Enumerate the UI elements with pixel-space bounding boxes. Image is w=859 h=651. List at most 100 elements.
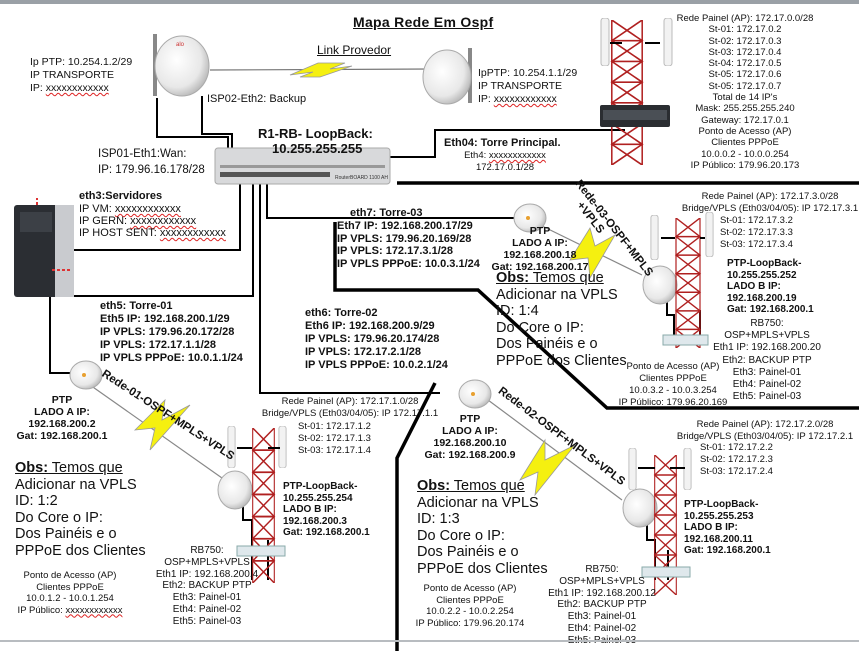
ptp-dish-a-torre2-icon	[458, 379, 492, 409]
text-line: 192.168.200.2	[28, 418, 96, 430]
text-line: IP Público: 179.96.20.174	[415, 617, 525, 629]
text-line: IP: xxxxxxxxxxxx	[30, 82, 109, 94]
text-line: IpPTP: 10.254.1.1/29	[478, 67, 578, 79]
text-line: IP: 179.96.16.178/28	[98, 164, 205, 176]
obs-heading: Obs: Temos que	[15, 460, 146, 477]
text-line: St-01: 172.17.0.2	[708, 24, 782, 36]
tower-torre2-icon	[628, 448, 692, 595]
text-line: 192.168.200.18	[503, 249, 577, 261]
text-line: Gat: 192.168.200.1	[684, 545, 771, 556]
bolt-rede02-icon	[518, 438, 576, 497]
ptp-dish-a-torre3-icon	[513, 203, 547, 233]
text-line: Bridge/VPLS (Eth03/04/05): IP 172.17.1.1	[261, 407, 439, 419]
text-line: Eth4: Painel-02	[172, 603, 242, 615]
eth3-title: eth3:Servidores	[79, 190, 163, 202]
text-line: 10.0.2.2 - 10.0.2.254	[426, 606, 514, 617]
ptp-dish-b-torre2-icon	[622, 488, 658, 528]
text-line: Eth2: BACKUP PTP	[557, 599, 647, 611]
router-brand: RouterBOARD 1100 AH	[335, 175, 388, 181]
link2-line	[487, 399, 623, 501]
masked-value: xxxxxxxxxxxx	[159, 227, 226, 239]
isp02-label: ISP02-Eth2: Backup	[207, 93, 307, 105]
text-line: Eth6 IP: 192.168.200.9/29	[305, 320, 435, 332]
bolt-rede01-icon	[133, 398, 191, 451]
text-line: eth6: Torre-02	[305, 307, 378, 319]
text-line: IP Público: xxxxxxxxxxxx	[17, 604, 123, 616]
obs-line: PPPoE dos Clientes	[496, 352, 627, 369]
bolt-rede03-icon	[569, 227, 617, 280]
text-line: IP Público: 179.96.20.173	[690, 159, 800, 171]
text-line: St-01: 172.17.3.2	[720, 215, 793, 226]
text-line: Ponto de Acesso (AP)	[23, 570, 117, 581]
text-line: Ponto de Acesso (AP)	[626, 361, 720, 372]
text-line: LADO A IP:	[512, 237, 568, 249]
switch-icon	[600, 105, 670, 127]
eth7-title: eth7: Torre-03	[350, 207, 423, 219]
text-line: RB750:	[190, 545, 224, 556]
obs-label: Obs:	[417, 478, 451, 494]
text-line: LADO B IP:	[684, 522, 738, 533]
obs-head: Temos que	[450, 478, 525, 494]
masked-value: xxxxxxxxxxxx	[493, 93, 557, 105]
text-line: Eth7 IP: 192.168.200.17/29	[337, 220, 473, 232]
lightning-icons	[133, 62, 617, 497]
text-line: Rede Painel (AP): 172.17.0.0/28	[676, 13, 814, 24]
text-line: St-01: 172.17.1.2	[298, 421, 371, 432]
text-line: Eth3: Painel-01	[172, 592, 242, 604]
text-line: Eth4: xxxxxxxxxxxx	[464, 150, 546, 161]
text-line: Gateway: 172.17.0.1	[701, 114, 789, 126]
obs-heading: Obs: Temos que	[417, 478, 548, 495]
masked-value: xxxxxxxxxxxx	[65, 604, 123, 616]
link-provedor-label: Link Provedor	[317, 43, 392, 57]
obs-line: Adicionar na VPLS	[417, 494, 539, 511]
masked-value: xxxxxxxxxxxx	[488, 150, 546, 161]
text-line: St-05: 172.17.0.6	[708, 69, 782, 81]
text-line: PTP-LoopBack-	[283, 481, 358, 492]
text-line: IP VPLS PPPoE: 10.0.1.1/24	[100, 352, 243, 364]
tower-torre3-icon	[650, 212, 714, 348]
text-line: IP VPLS: 179.96.20.172/28	[100, 326, 235, 338]
text-line: 10.0.0.2 - 10.0.0.254	[701, 148, 789, 160]
text-line: Gat: 192.168.200.9	[424, 449, 516, 461]
text-line: IP VM: xxxxxxxxxxxx	[79, 203, 181, 215]
text-line: PTP-LoopBack-	[727, 258, 802, 269]
text-line: St-03: 172.17.1.4	[298, 445, 371, 456]
text-line: RB750:	[750, 318, 784, 329]
obs-line: Adicionar na VPLS	[15, 476, 137, 493]
dish-isp02-icon	[422, 48, 472, 105]
text-line: Eth2: BACKUP PTP	[722, 354, 812, 366]
obs-line: PPPoE dos Clientes	[417, 560, 548, 577]
text-line: Eth4: Painel-02	[732, 379, 802, 391]
text-line: Eth5 IP: 192.168.200.1/29	[100, 313, 230, 325]
obs-line: Dos Painéis e o	[496, 336, 598, 352]
text-line: Eth1 IP: 192.168.200.4	[155, 568, 259, 580]
text-line: LADO A IP:	[442, 425, 498, 437]
text-line: Gat: 192.168.200.17	[491, 261, 589, 273]
router-loopback-ip: 10.255.255.255	[272, 141, 363, 156]
section-dividers	[333, 181, 859, 651]
text-line: OSP+MPLS+VPLS	[559, 575, 645, 587]
text-line: Clientes PPPoE	[36, 581, 104, 593]
text-line: LADO B IP:	[283, 504, 337, 515]
text-line: IP VPLS: 179.96.20.169/28	[337, 232, 472, 245]
text-line: 192.168.200.3	[283, 515, 347, 527]
text-line: PTP	[529, 225, 551, 237]
text-line: IP VPLS PPPoE: 10.0.3.1/24	[337, 257, 480, 270]
ptp-dish-b-torre3-icon	[642, 265, 678, 305]
obs-label: Obs:	[496, 270, 530, 286]
text-line: St-05: 172.17.0.7	[708, 80, 782, 92]
text-line: Gat: 192.168.200.1	[283, 527, 370, 538]
text-line: IP: xxxxxxxxxxxx	[478, 93, 557, 105]
